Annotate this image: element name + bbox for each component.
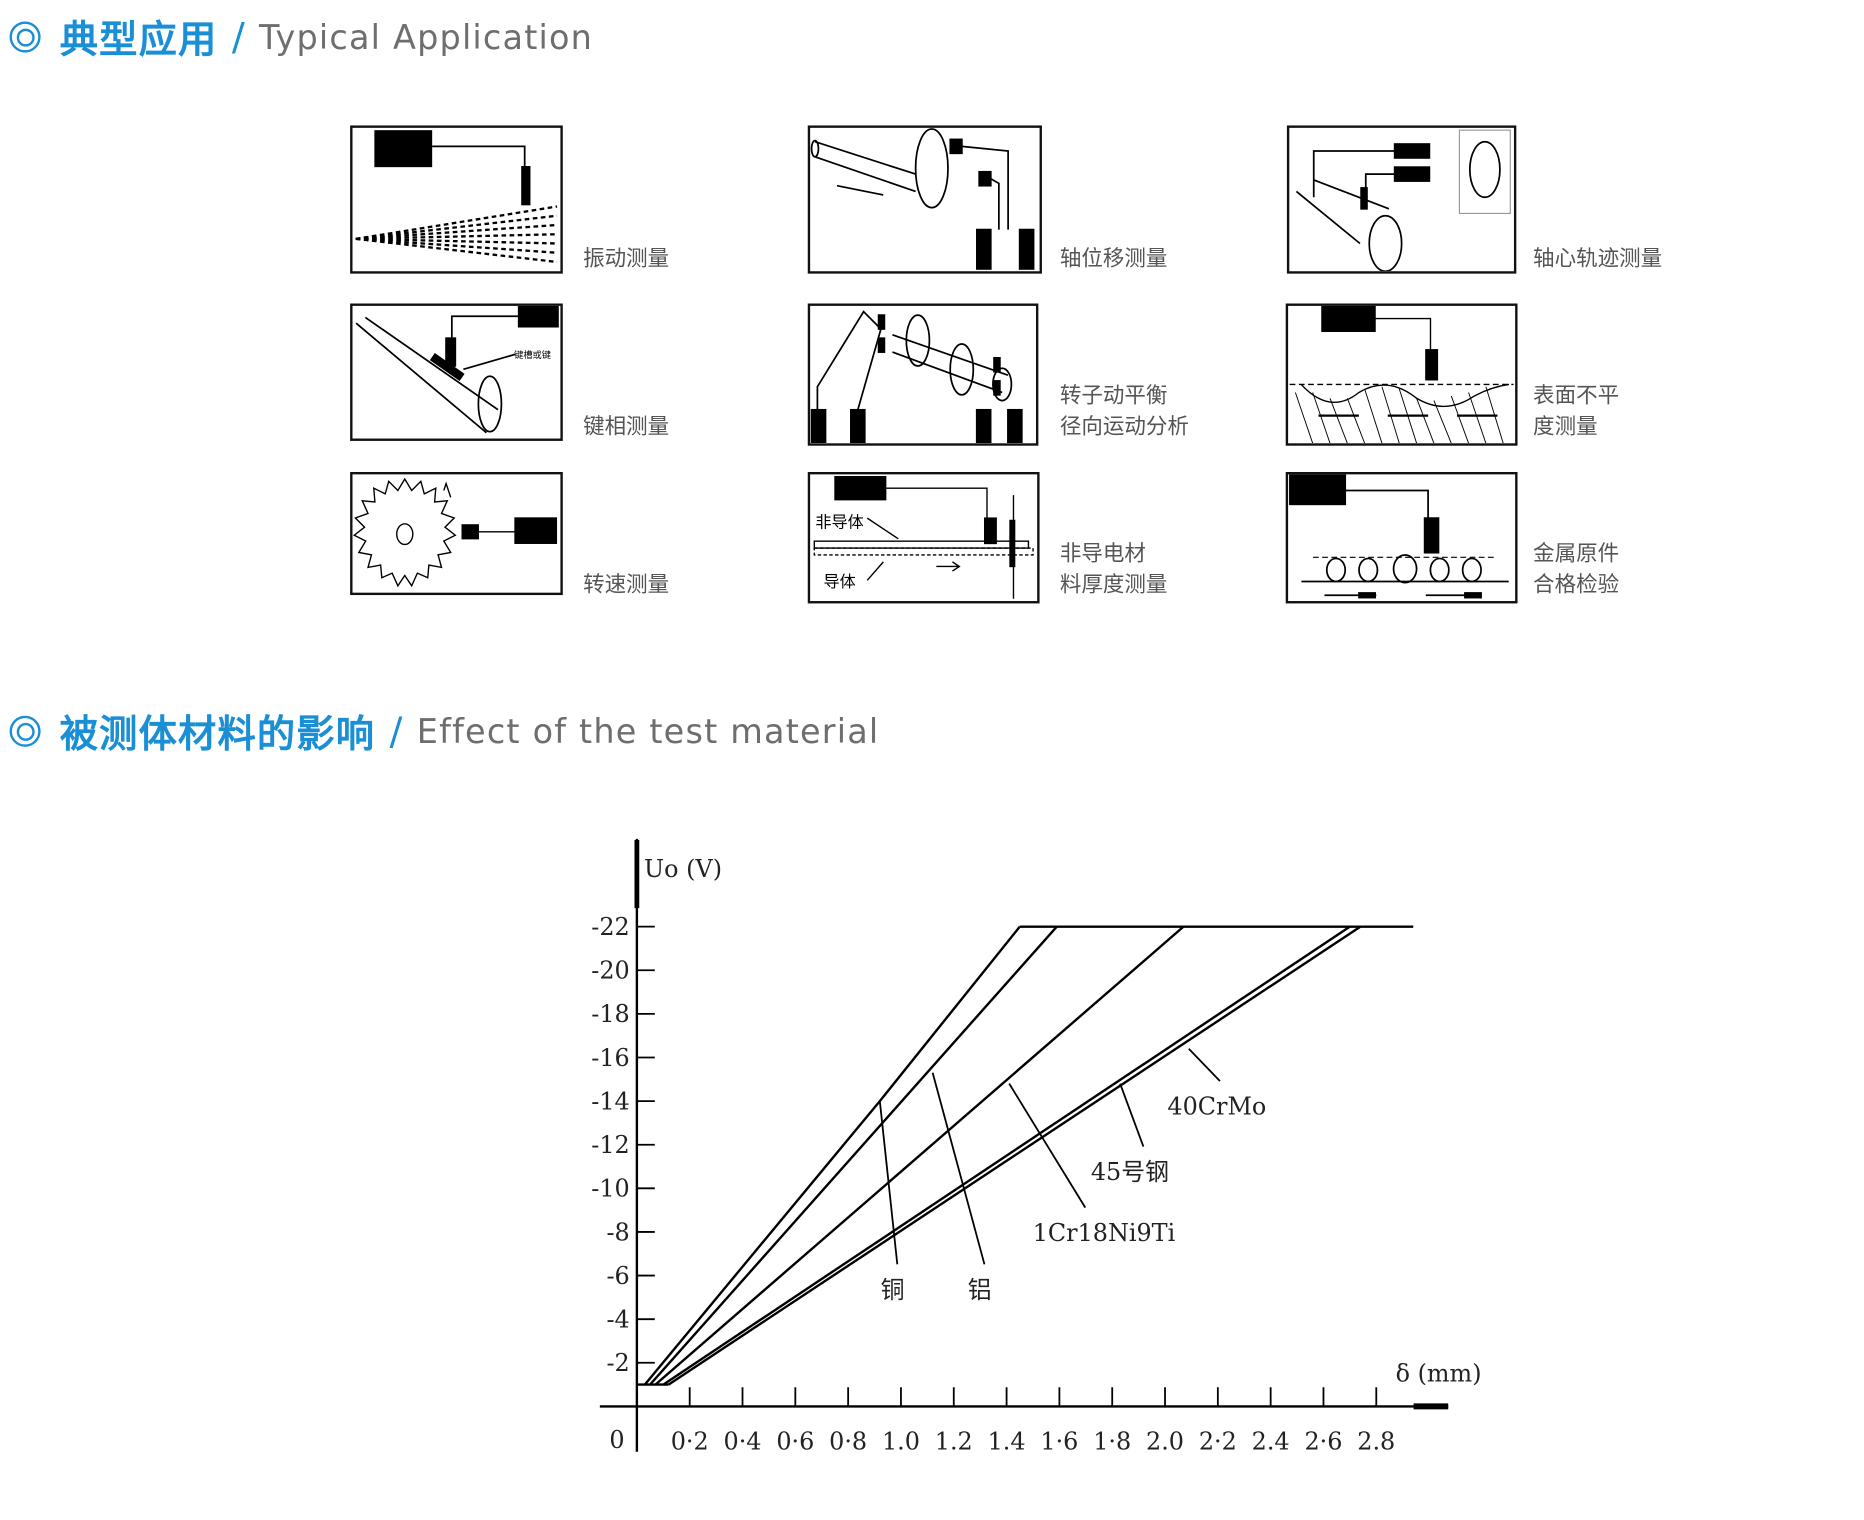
section-heading-typical-application: 典型应用 / Typical Application bbox=[9, 10, 594, 65]
label-line: 合格检验 bbox=[1533, 572, 1620, 598]
x-axis-label: δ (mm) bbox=[1396, 1359, 1482, 1387]
rotor-balance-diagram bbox=[807, 303, 1039, 446]
y-tick-label: -16 bbox=[591, 1044, 629, 1072]
label-line: 度测量 bbox=[1533, 414, 1598, 440]
non-conductor-label: 非导体 bbox=[815, 512, 863, 531]
vibration-diagram bbox=[350, 125, 563, 274]
label-thickness: 非导电材料厚度测量 bbox=[1060, 539, 1168, 601]
series-label: 铜 bbox=[881, 1276, 905, 1304]
x-tick-label: 0·4 bbox=[724, 1427, 762, 1455]
series-line-45号钢 bbox=[662, 925, 1351, 1386]
y-axis-label: Uo (V) bbox=[644, 855, 722, 883]
axial-displacement-diagram bbox=[807, 125, 1042, 274]
x-tick-label: 2.8 bbox=[1357, 1427, 1395, 1455]
label-speed: 转速测量 bbox=[583, 570, 669, 601]
y-tick-label: -8 bbox=[606, 1218, 629, 1246]
x-tick-label: 1.4 bbox=[988, 1427, 1026, 1455]
x-tick-label: 2·2 bbox=[1199, 1427, 1237, 1455]
series-line-铜 bbox=[643, 925, 1021, 1386]
series-line-1Cr18Ni9Ti bbox=[654, 925, 1185, 1386]
x-tick-label: 1·6 bbox=[1040, 1427, 1078, 1455]
label-line: 轴位移测量 bbox=[1059, 246, 1168, 272]
label-line: 转速测量 bbox=[583, 572, 670, 598]
label-rotor-balance: 转子动平衡径向运动分析 bbox=[1060, 381, 1189, 443]
heading-en: Typical Application bbox=[259, 17, 594, 57]
y-tick-label: -18 bbox=[591, 1000, 629, 1028]
shaft-orbit-diagram bbox=[1286, 125, 1517, 274]
label-axial-displacement: 轴位移测量 bbox=[1060, 244, 1168, 275]
x-tick-label: 1·8 bbox=[1093, 1427, 1131, 1455]
label-line: 轴心轨迹测量 bbox=[1533, 246, 1663, 272]
label-surface-flatness: 表面不平度测量 bbox=[1533, 381, 1619, 443]
x-tick-label: 2.0 bbox=[1146, 1427, 1184, 1455]
x-tick-label: 1.0 bbox=[882, 1427, 920, 1455]
label-line: 金属原件 bbox=[1533, 541, 1620, 567]
y-tick-label: -12 bbox=[591, 1131, 629, 1159]
heading-slash: / bbox=[389, 708, 403, 754]
label-keyphasor: 键相测量 bbox=[583, 412, 669, 443]
x-tick-label: 0·8 bbox=[829, 1427, 867, 1455]
x-tick-label: 2.4 bbox=[1252, 1427, 1290, 1455]
label-line: 非导电材 bbox=[1059, 541, 1146, 567]
label-line: 径向运动分析 bbox=[1059, 414, 1189, 440]
y-tick-label: -10 bbox=[591, 1175, 629, 1203]
y-tick-label: -14 bbox=[591, 1087, 629, 1115]
x-tick-label: 0·6 bbox=[776, 1427, 814, 1455]
y-tick-label: -22 bbox=[591, 913, 629, 941]
y-tick-label: -6 bbox=[606, 1262, 629, 1290]
label-line: 振动测量 bbox=[583, 246, 670, 272]
conductor-label: 导体 bbox=[823, 572, 855, 591]
double-circle-icon bbox=[9, 21, 41, 53]
label-metal-inspection: 金属原件合格检验 bbox=[1533, 539, 1619, 601]
series-label: 1Cr18Ni9Ti bbox=[1033, 1219, 1176, 1247]
leader-line bbox=[931, 1072, 986, 1265]
origin-label: 0 bbox=[609, 1426, 624, 1454]
series-label: 45号钢 bbox=[1091, 1158, 1169, 1186]
label-shaft-orbit: 轴心轨迹测量 bbox=[1533, 244, 1662, 275]
section-heading-test-material: 被测体材料的影响 / Effect of the test material bbox=[9, 704, 880, 759]
y-tick-label: -2 bbox=[606, 1349, 629, 1377]
leader-line bbox=[1119, 1083, 1145, 1147]
label-line: 料厚度测量 bbox=[1059, 572, 1168, 598]
heading-cn: 被测体材料的影响 bbox=[59, 710, 376, 757]
surface-flatness-diagram bbox=[1285, 303, 1518, 446]
leader-line bbox=[1008, 1083, 1087, 1209]
metal-part-inspection-diagram bbox=[1285, 471, 1518, 604]
label-vibration: 振动测量 bbox=[583, 244, 669, 275]
series-line-40CrMo bbox=[667, 925, 1362, 1386]
thickness-diagram: 非导体导体 bbox=[807, 471, 1040, 604]
keyway-label: 键槽或键 bbox=[514, 349, 551, 361]
series-label: 40CrMo bbox=[1167, 1093, 1266, 1121]
heading-cn: 典型应用 bbox=[59, 16, 218, 63]
speed-measurement-diagram bbox=[350, 471, 563, 596]
y-tick-label: -20 bbox=[591, 957, 629, 985]
series-label: 铝 bbox=[968, 1276, 992, 1304]
label-line: 表面不平 bbox=[1533, 383, 1620, 409]
y-tick-label: -4 bbox=[606, 1306, 629, 1334]
x-tick-label: 2·6 bbox=[1304, 1427, 1342, 1455]
heading-en: Effect of the test material bbox=[416, 711, 880, 751]
label-line: 转子动平衡 bbox=[1059, 383, 1168, 409]
leader-line bbox=[1188, 1048, 1221, 1082]
double-circle-icon bbox=[9, 715, 41, 747]
keyphasor-diagram: 键槽或键 bbox=[350, 303, 563, 441]
x-tick-label: 0·2 bbox=[671, 1427, 709, 1455]
heading-slash: / bbox=[231, 14, 245, 60]
label-line: 键相测量 bbox=[583, 414, 670, 440]
x-tick-label: 1.2 bbox=[935, 1427, 973, 1455]
series-line-铝 bbox=[649, 925, 1058, 1386]
